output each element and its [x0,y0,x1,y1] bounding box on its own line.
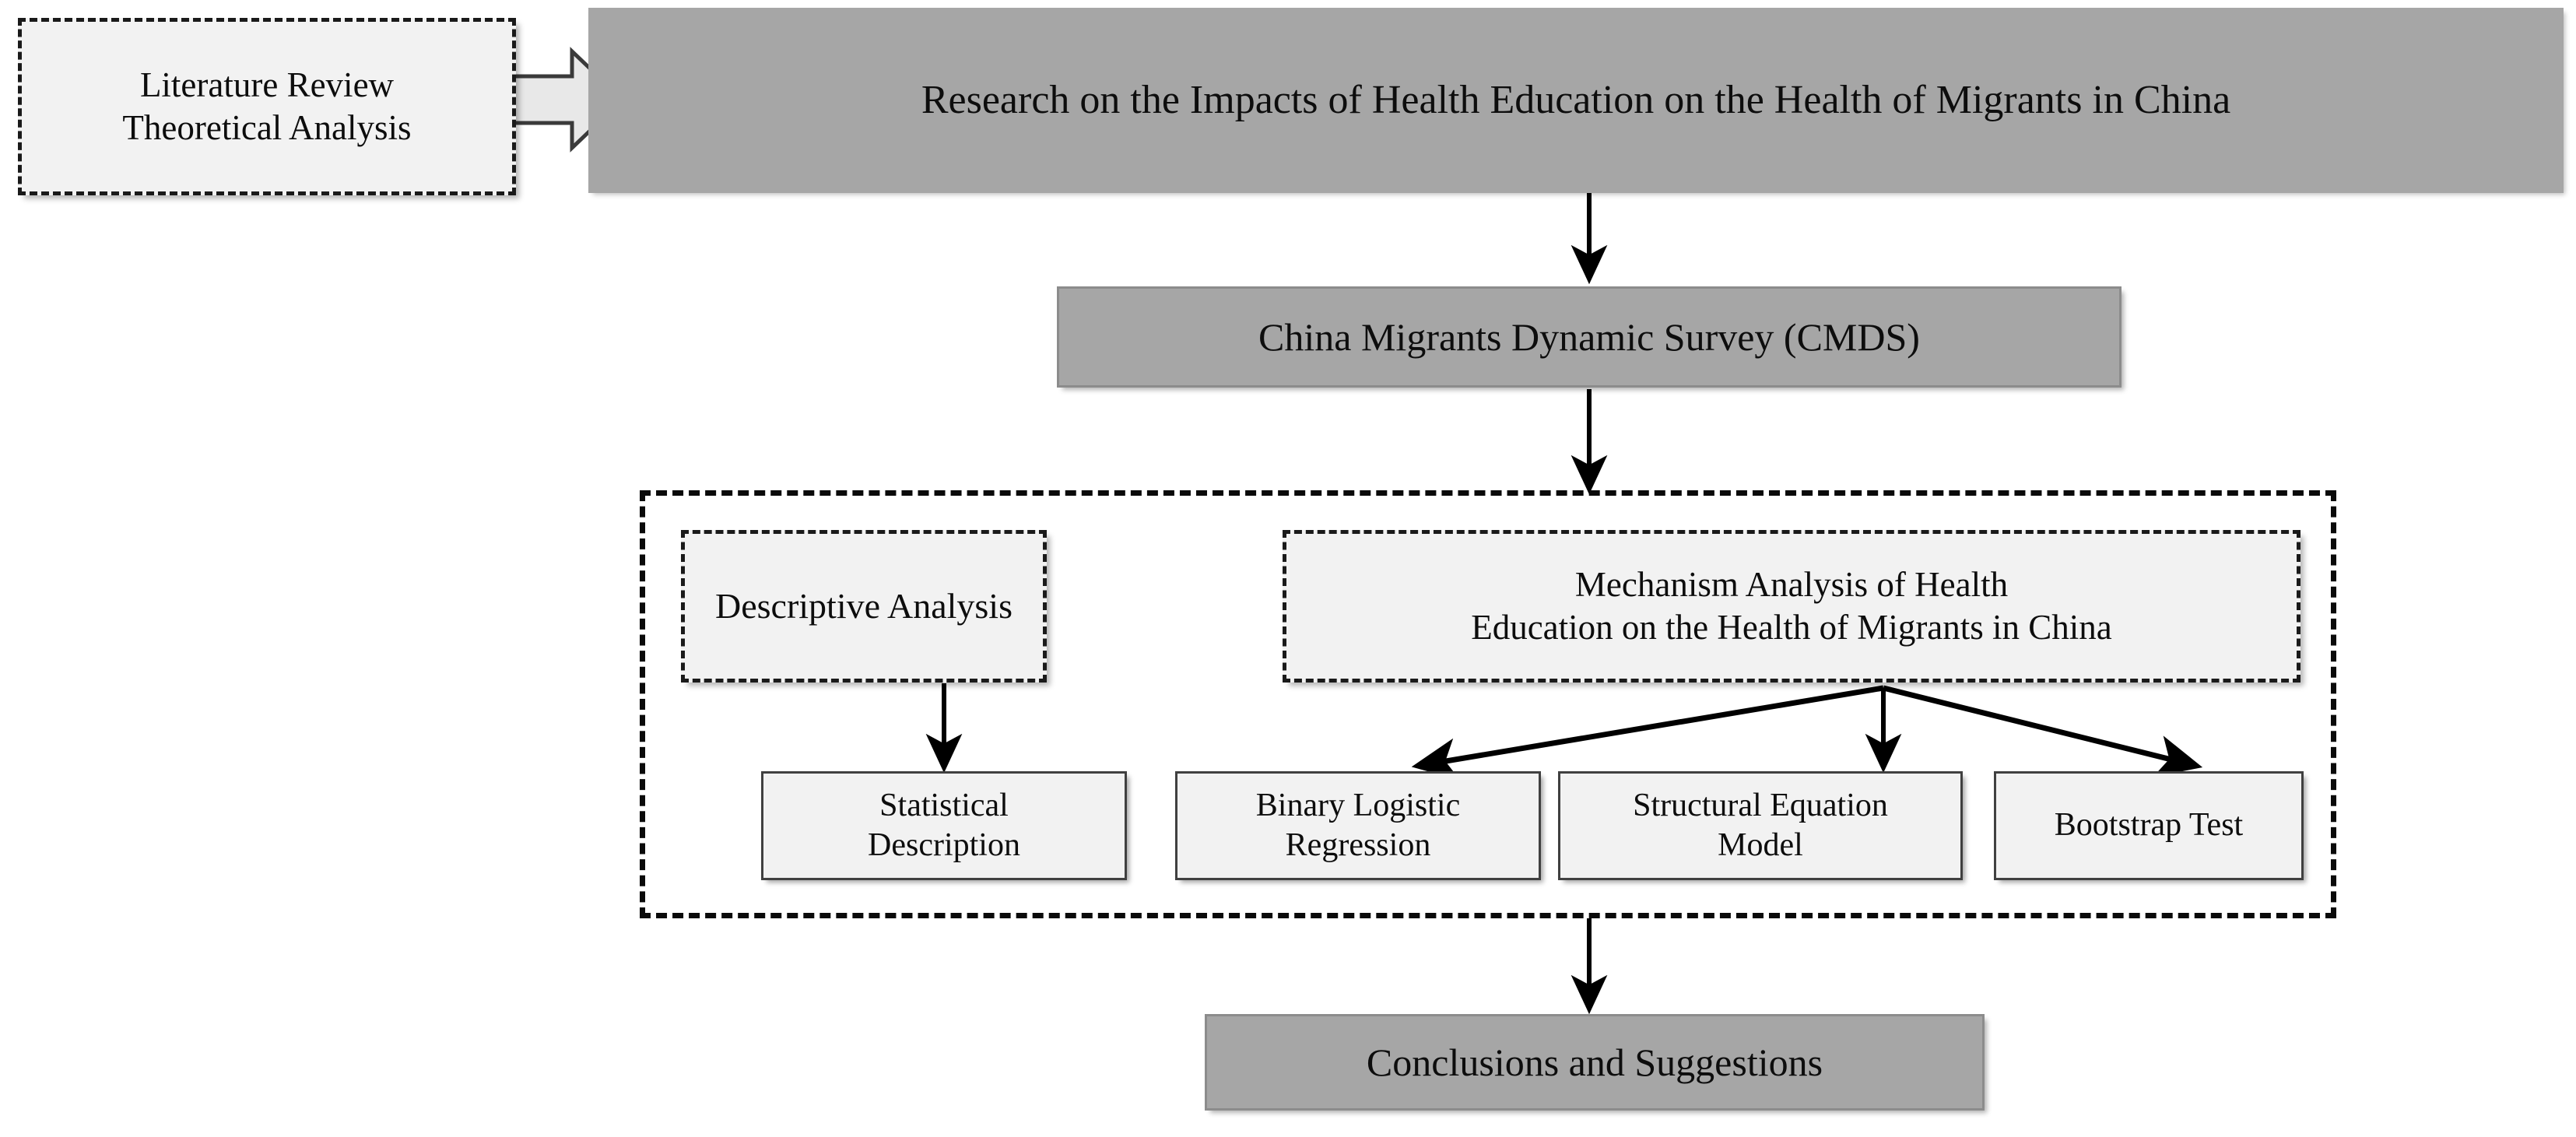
node-conclusions[interactable]: Conclusions and Suggestions [1205,1014,1985,1111]
binary-logistic-line1: Binary Logistic [1255,787,1461,823]
descriptive-analysis-label: Descriptive Analysis [715,585,1013,626]
conclusions-label: Conclusions and Suggestions [1366,1040,1823,1084]
node-structural-equation-model[interactable]: Structural Equation Model [1558,771,1963,880]
mechanism-analysis-line2: Education on the Health of Migrants in C… [1471,608,2112,647]
main-title-label: Research on the Impacts of Health Educat… [921,78,2231,123]
literature-review-line1: Literature Review [139,65,395,105]
cmds-label: China Migrants Dynamic Survey (CMDS) [1258,314,1920,359]
node-cmds[interactable]: China Migrants Dynamic Survey (CMDS) [1057,286,2122,388]
mechanism-analysis-line1: Mechanism Analysis of Health [1574,565,2009,605]
node-statistical-description[interactable]: Statistical Description [761,771,1127,880]
sem-line2: Model [1718,827,1803,863]
node-main-title[interactable]: Research on the Impacts of Health Educat… [588,8,2564,193]
node-descriptive-analysis[interactable]: Descriptive Analysis [681,530,1047,683]
node-bootstrap-test[interactable]: Bootstrap Test [1994,771,2304,880]
analysis-group-container [640,490,2336,918]
node-binary-logistic-regression[interactable]: Binary Logistic Regression [1175,771,1541,880]
statistical-description-line2: Description [868,827,1020,863]
binary-logistic-line2: Regression [1285,827,1431,863]
literature-review-line2: Theoretical Analysis [122,108,412,147]
node-mechanism-analysis[interactable]: Mechanism Analysis of Health Education o… [1283,530,2301,683]
bootstrap-test-label: Bootstrap Test [2054,807,2244,844]
node-literature-review[interactable]: Literature Review Theoretical Analysis [18,18,516,195]
statistical-description-line1: Statistical [879,787,1009,823]
sem-line1: Structural Equation [1633,787,1888,823]
